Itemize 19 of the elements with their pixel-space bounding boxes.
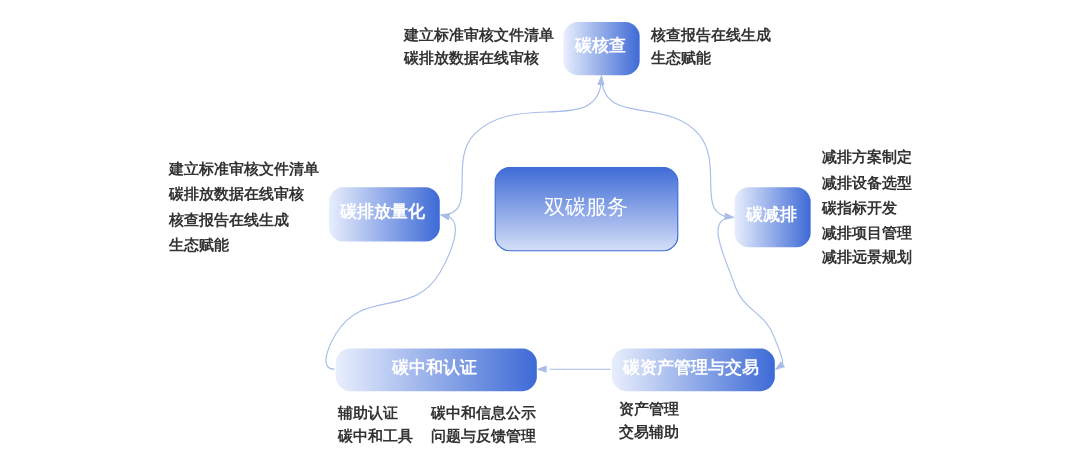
node-label: 核查报告在线生成 [651,25,772,44]
node-label: 减排远景规划 [822,248,913,267]
node-label: 建立标准审核文件清单 [169,159,320,178]
node-label: 交易辅助 [618,422,679,441]
node-label: 碳排放数据在线审核 [169,185,305,204]
node-label: 减排方案制定 [822,148,913,167]
node-label: 碳指标开发 [822,199,898,218]
node-label: 资产管理 [618,399,679,418]
node-label: 建立标准审核文件清单 [403,25,554,44]
node-label: 辅助认证 [338,404,399,423]
node-label: 碳中和信息公示 [430,404,536,423]
node-label: 碳排放数据在线审核 [403,48,539,67]
node-label: 问题与反馈管理 [430,427,536,446]
node-label: 减排项目管理 [822,223,913,242]
node-label: 生态赋能 [169,236,230,255]
node-label: 减排设备选型 [822,173,913,192]
node-label: 生态赋能 [651,48,712,67]
node-label: 核查报告在线生成 [169,210,290,229]
node-label: 碳中和工具 [338,427,414,446]
